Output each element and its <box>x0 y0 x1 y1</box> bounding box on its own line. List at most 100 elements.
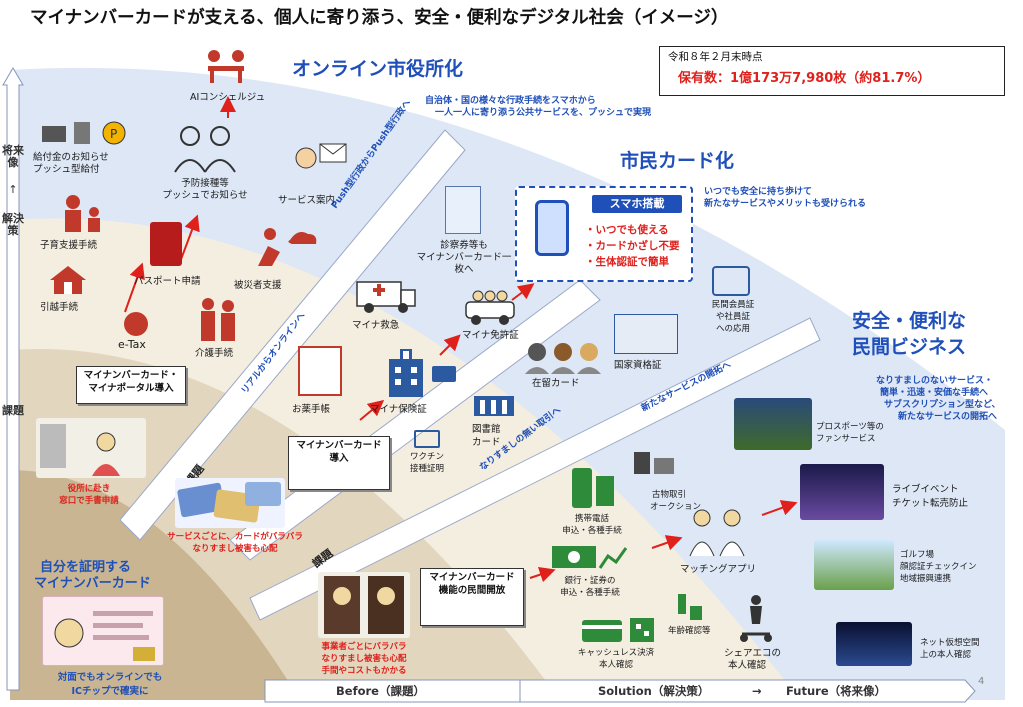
item-med1: 診察券等も <box>440 240 488 251</box>
item-share1: シェアエコの <box>724 648 782 659</box>
zone-private-desc2: 簡単・迅速・安価な手続へ <box>880 388 989 398</box>
red-note-biz1: 事業者ごとにバラバラ <box>321 642 407 652</box>
status-box: 令和８年２月末時点 保有数：1億173万7,980枚（約81.7%） <box>659 46 1005 96</box>
item-metaverse1: ネット仮想空間 <box>920 638 980 648</box>
zone-private-title2: 民間ビジネス <box>852 336 967 358</box>
item-etax: e-Tax <box>118 338 146 351</box>
metaverse-photo <box>836 622 912 666</box>
item-child: 子育支援手続 <box>40 240 98 251</box>
red-note-biz2: なりすまし被害も心配 <box>321 654 407 664</box>
item-benefit1: 給付金のお知らせ <box>33 152 109 163</box>
item-vacc2: プッシュでお知らせ <box>162 190 248 201</box>
smartphone-icon <box>535 200 569 256</box>
item-member3: への応用 <box>715 324 750 334</box>
live-photo <box>800 464 884 520</box>
office-illustration <box>36 418 146 478</box>
portal-box: マイナンバーカード・ マイナポータル導入 <box>76 366 186 404</box>
item-live1: ライブイベント <box>892 484 959 495</box>
bottom-before: Before（課題） <box>336 684 425 698</box>
business-illustration <box>318 572 410 638</box>
item-cashless1: キャッシュレス決済 <box>577 648 655 658</box>
medicine-book-icon <box>298 346 342 396</box>
intro-box: マイナンバーカード 導入 <box>288 436 390 490</box>
red-note-biz3: 手間やコストもかかる <box>321 666 407 676</box>
portal-box-line1: マイナンバーカード・ <box>83 370 179 381</box>
card-prove-caption1: 対面でもオンラインでも <box>57 672 163 683</box>
item-resid: 在留カード <box>532 378 580 389</box>
red-note-office2: 窓口で手書申請 <box>59 496 119 506</box>
item-sports2: ファンサービス <box>816 434 876 444</box>
etax-icon <box>124 312 148 336</box>
smartphone-p3: ・生体認証で簡単 <box>585 256 669 268</box>
status-date: 令和８年２月末時点 <box>668 51 763 63</box>
item-library2: カード <box>472 437 501 448</box>
ambulance-icon <box>355 278 417 314</box>
golf-photo <box>814 540 894 590</box>
red-note-cards2: なりすまし被害も心配 <box>192 544 278 554</box>
share-economy-icon <box>736 594 776 644</box>
age-check-icon <box>670 592 706 622</box>
bottom-solution: Solution（解決策） <box>598 684 710 698</box>
item-metaverse2: 上の本人確認 <box>920 650 972 660</box>
zone-citizen-desc1: いつでも安全に持ち歩けて <box>704 187 813 197</box>
mobile-phone-icon <box>568 466 618 510</box>
item-ambulance: マイナ救急 <box>352 320 400 331</box>
smartphone-title: スマホ搭載 <box>592 195 682 213</box>
item-phone2: 申込・各種手続 <box>562 526 622 536</box>
zone-private-desc1: なりすましのないサービス・ <box>876 376 994 386</box>
item-vaccine1: ワクチン <box>409 452 444 462</box>
card-prove-caption2: ICチップで確実に <box>71 686 149 697</box>
item-svc: サービス案内 <box>278 195 336 206</box>
cashless-icon <box>580 616 660 644</box>
item-disaster: 被災者支援 <box>234 280 282 291</box>
open-box-line2: 機能の民間開放 <box>438 584 506 596</box>
red-note-office1: 役所に赴き <box>67 484 111 494</box>
item-move: 引越手続 <box>40 302 79 313</box>
item-age: 年齢確認等 <box>668 626 711 636</box>
patient-card-icon <box>445 186 481 234</box>
intro-box-line2: 導入 <box>329 452 349 464</box>
item-bank2: 申込・各種手続 <box>560 588 620 598</box>
member-card-icon <box>712 266 750 296</box>
item-med2: マイナンバーカード一 <box>416 252 512 263</box>
status-holders: 保有数：1億173万7,980枚（約81.7%） <box>678 71 931 86</box>
item-member1: 民間会員証 <box>711 300 755 310</box>
disaster-icon <box>250 226 320 270</box>
national-license-icon <box>614 314 678 354</box>
insurance-card-icon <box>432 366 456 382</box>
care-icon <box>196 296 242 344</box>
library-icon <box>470 388 518 416</box>
item-live2: チケット転売防止 <box>892 498 969 509</box>
svg-text:P: P <box>110 127 117 141</box>
item-member2: や社員証 <box>715 312 750 322</box>
zone-private-desc4: 新たなサービスの開拓へ <box>898 412 998 422</box>
zone-private-title1: 安全・便利な <box>852 310 967 332</box>
page-title: マイナンバーカードが支える、個人に寄り添う、安全・便利なデジタル社会（イメージ） <box>30 8 729 28</box>
item-insurance: マイナ保険証 <box>370 404 427 415</box>
axis-arrow: ↑ <box>8 183 18 196</box>
zone-private-desc3: サブスクリプション型など、 <box>884 400 1001 410</box>
zone-online-desc2: 一人一人に寄り添う公共サービスを、プッシュで実現 <box>435 108 652 118</box>
item-golf3: 地域振興連携 <box>900 574 952 584</box>
card-prove-title1: 自分を証明する <box>40 560 132 575</box>
zone-citizen-title: 市民カード化 <box>620 150 735 172</box>
service-guide-icon <box>290 140 350 186</box>
item-used2: オークション <box>650 502 702 512</box>
bank-icon <box>548 542 628 572</box>
vaccination-icon <box>170 122 240 174</box>
item-natl: 国家資格証 <box>614 360 662 371</box>
item-matching: マッチングアプリ <box>680 564 757 575</box>
item-passport: パスポート申請 <box>134 276 201 287</box>
move-icon <box>48 264 88 296</box>
item-ai: AIコンシェルジュ <box>190 92 266 103</box>
benefit-icons: P <box>40 118 130 148</box>
insurance-icon <box>383 347 429 397</box>
bottom-arrow: → <box>752 684 762 698</box>
axis-issue: 課題 <box>2 404 24 417</box>
item-vacc1: 予防接種等 <box>181 178 229 189</box>
zone-citizen-desc2: 新たなサービスやメリットも受けられる <box>704 199 867 209</box>
intro-box-line1: マイナンバーカード <box>296 440 382 451</box>
item-bank1: 銀行・証券の <box>564 576 616 586</box>
